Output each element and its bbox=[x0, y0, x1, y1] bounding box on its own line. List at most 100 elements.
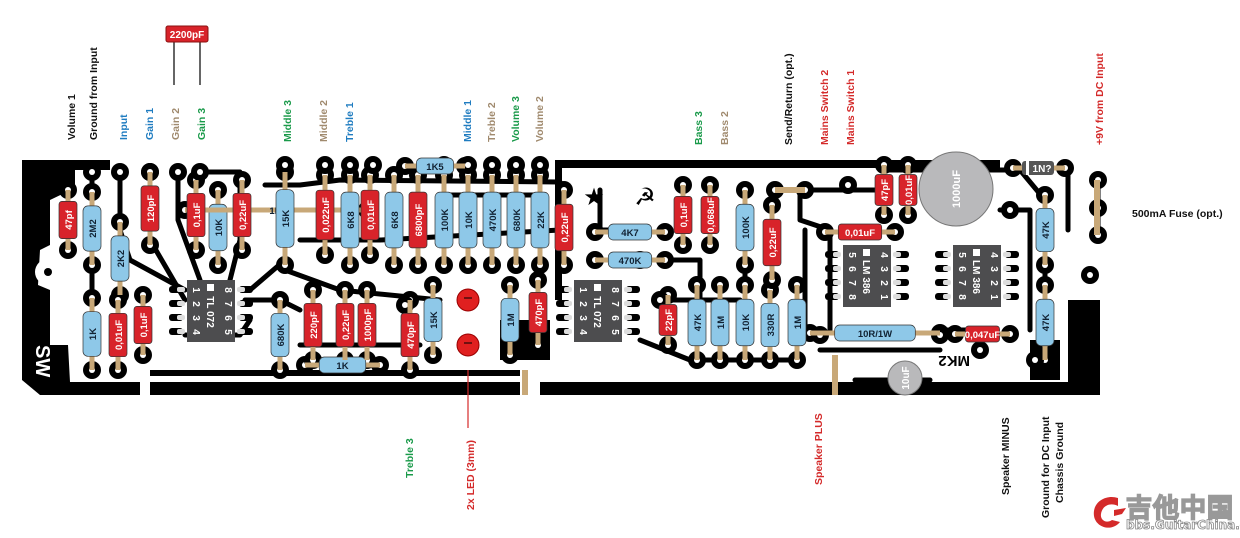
resistor-value: 22K bbox=[536, 211, 547, 229]
capacitor: 120pF bbox=[140, 172, 160, 245]
capacitor: 0,22uF bbox=[762, 205, 782, 280]
ic-pin-number: 8 bbox=[222, 287, 233, 293]
ic-pin-number: 4 bbox=[577, 329, 588, 335]
resistor: 100K bbox=[735, 190, 755, 265]
pad-hole bbox=[1032, 357, 1038, 363]
board-mark-sw: SW bbox=[31, 345, 53, 377]
resistor-value: 680K bbox=[276, 324, 287, 347]
pad-hole bbox=[282, 162, 288, 168]
resistor: 1K5 bbox=[405, 157, 465, 175]
capacitor-value: 0,22uF bbox=[768, 227, 779, 257]
resistor: 10K bbox=[208, 190, 228, 265]
resistor-value: 15K bbox=[281, 210, 292, 228]
capacitor: 0,1uF bbox=[133, 295, 153, 355]
top-label: Gain 3 bbox=[196, 107, 208, 140]
guitarchina-watermark: 吉他中国 bbs.GuitarChina.com bbox=[1088, 488, 1240, 536]
capacitor-value: 470pF bbox=[534, 299, 545, 327]
resistor: 680K bbox=[506, 175, 526, 265]
resistor: 15K bbox=[423, 285, 443, 355]
resistor-value: 100K bbox=[741, 216, 752, 239]
resistor: 10R/1W bbox=[810, 324, 940, 342]
ic-pin-number: 3 bbox=[190, 315, 201, 321]
resistor: 2M2 bbox=[82, 192, 102, 265]
pad-hole bbox=[402, 302, 408, 308]
resistor-value: 470K bbox=[488, 209, 499, 232]
dragon-logo-icon bbox=[1093, 496, 1126, 528]
resistor: 10K bbox=[458, 175, 478, 265]
ic-pin-number: 1 bbox=[878, 294, 889, 300]
capacitor: 47pF bbox=[874, 165, 894, 215]
top-label: Volume 3 bbox=[510, 96, 522, 142]
resistor-value: 4K7 bbox=[621, 228, 638, 239]
ic-pin-number: 6 bbox=[846, 266, 857, 272]
ic-pin-number: 3 bbox=[988, 266, 999, 272]
capacitor: 0,1uF bbox=[673, 185, 693, 245]
capacitor-value: 0,01uF bbox=[845, 228, 875, 239]
ic-pin-number: 7 bbox=[222, 301, 233, 307]
capacitor: 6800pF bbox=[408, 175, 428, 265]
hammer-sickle-icon: ☭ bbox=[634, 184, 656, 211]
resistor-value: 680K bbox=[512, 209, 523, 232]
capacitor-value: 47pF bbox=[880, 179, 891, 201]
capacitor: 0,01uF bbox=[898, 165, 918, 215]
offboard-capacitor bbox=[165, 25, 209, 43]
capacitor-value: 0,01uF bbox=[366, 200, 377, 230]
capacitor-value: 120pF bbox=[146, 195, 157, 223]
resistor-value: 1K bbox=[336, 361, 348, 372]
resistor-value: 1K bbox=[88, 328, 99, 340]
resistor-value: 100K bbox=[440, 209, 451, 232]
capacitor: 22pF bbox=[658, 295, 678, 345]
ic-pin-number: 5 bbox=[609, 329, 620, 335]
ic-pin-number: 2 bbox=[577, 301, 588, 307]
bottom-label: Treble 3 bbox=[404, 438, 416, 478]
top-label: Treble 1 bbox=[344, 102, 356, 142]
resistor-value: 2K2 bbox=[116, 250, 127, 267]
components: 2M22K21K10K1M15K6K86K81K5100K10K470K680K… bbox=[58, 151, 1100, 396]
ic-pin-number: 2 bbox=[190, 301, 201, 307]
electrolytic-capacitor: 1000uF bbox=[918, 151, 994, 227]
capacitor-value: 0,022uF bbox=[321, 197, 332, 233]
ic-pin-number: 5 bbox=[222, 329, 233, 335]
capacitor: 0,047uF bbox=[955, 325, 1010, 343]
offboard-capacitor-value: 2200pF bbox=[170, 30, 204, 41]
led bbox=[456, 333, 480, 357]
resistor: 4K7 bbox=[595, 223, 665, 241]
capacitor-value: 1000pF bbox=[363, 308, 374, 341]
capacitor-value: 6800pF bbox=[414, 203, 425, 236]
capacitor-value: 0,068uF bbox=[706, 197, 717, 233]
watermark-chinese: 吉他中国 bbox=[1125, 493, 1235, 525]
pad-hole bbox=[489, 162, 495, 168]
resistor-value: 1M bbox=[716, 316, 727, 329]
resistor-value: 47K bbox=[1041, 221, 1052, 239]
ic-part-number: TL 072 bbox=[204, 296, 215, 328]
ic-pin-number: 7 bbox=[956, 280, 967, 286]
resistor: 330R bbox=[760, 290, 780, 360]
electrolytic-capacitor: 10uF bbox=[887, 360, 923, 396]
ic-pin-number: 8 bbox=[846, 294, 857, 300]
pad-hole bbox=[537, 162, 543, 168]
resistor: 1K bbox=[305, 356, 380, 374]
capacitor: 220pF bbox=[303, 290, 323, 360]
pad-hole bbox=[197, 169, 203, 175]
led bbox=[456, 288, 480, 312]
capacitor-value: 0,1uF bbox=[679, 202, 690, 227]
resistor: 47K bbox=[1035, 195, 1055, 265]
star-icon: ★ bbox=[583, 184, 605, 211]
resistor: 1M bbox=[710, 285, 730, 360]
resistor: 6K8 bbox=[340, 175, 360, 265]
bottom-label: Ground for DC Input bbox=[1040, 416, 1052, 518]
top-label: Bass 2 bbox=[719, 111, 731, 145]
ic-pin-number: 6 bbox=[609, 315, 620, 321]
resistor-value: 1M bbox=[506, 313, 517, 326]
capacitor: 47pf bbox=[58, 190, 78, 250]
capacitor-value: 0,1uF bbox=[139, 312, 150, 337]
capacitor: 1000pF bbox=[357, 290, 377, 360]
resistor-value: 6K8 bbox=[390, 211, 401, 228]
ic-pin-number: 7 bbox=[609, 301, 620, 307]
resistor: 1K bbox=[82, 298, 102, 370]
